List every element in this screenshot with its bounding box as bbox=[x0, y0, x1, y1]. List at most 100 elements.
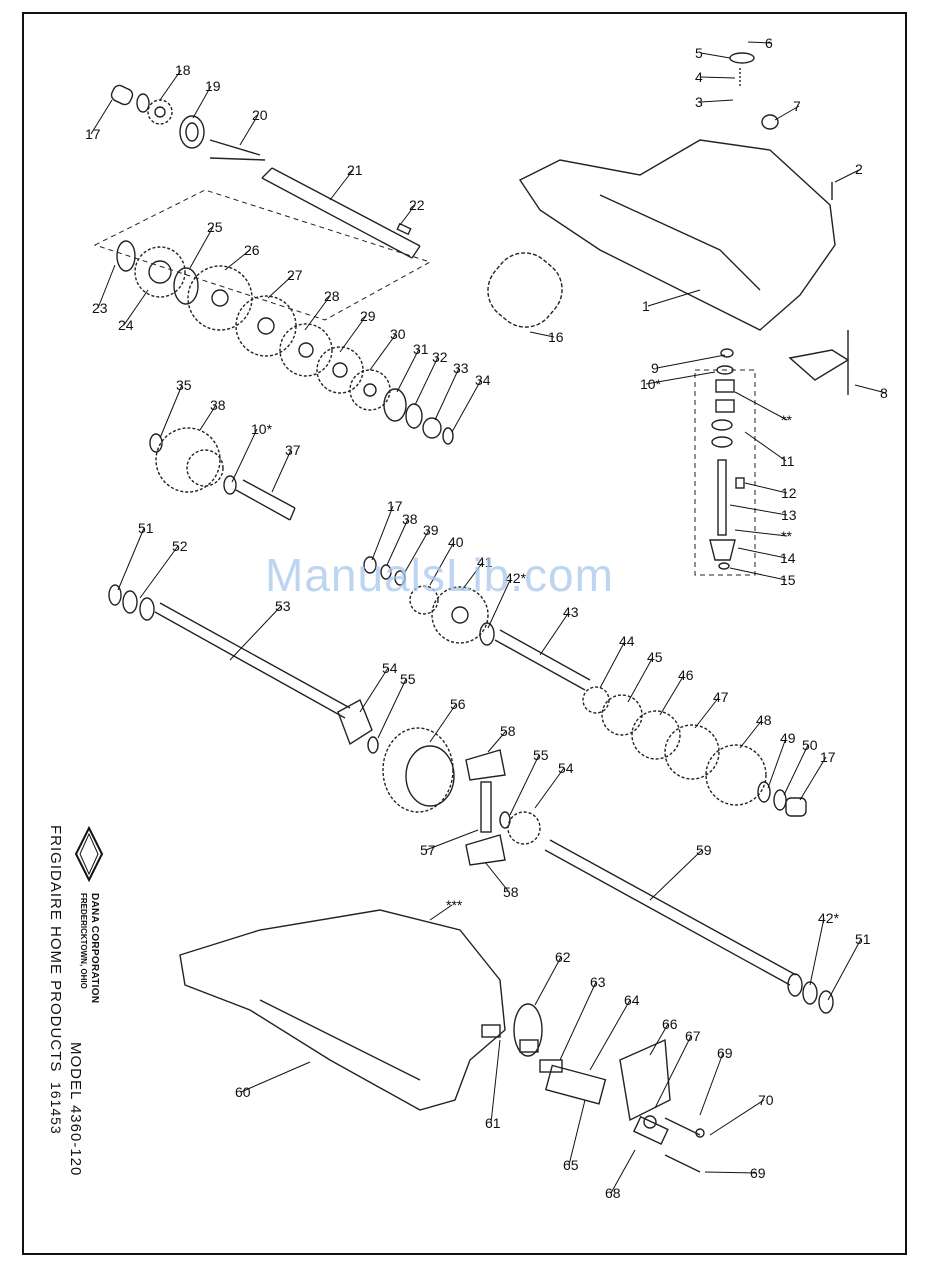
part-bearing-pair bbox=[715, 379, 735, 413]
document-number: 161453 bbox=[48, 1082, 64, 1135]
callout-leader bbox=[224, 249, 251, 271]
part-1-case-cover bbox=[518, 139, 836, 331]
callout-number: 46 bbox=[678, 667, 694, 683]
callout-46: 40 bbox=[429, 534, 464, 586]
callout-number: 61 bbox=[485, 1115, 501, 1131]
callout-number: 15 bbox=[780, 572, 796, 588]
callout-79: 69 bbox=[699, 1045, 733, 1116]
callout-number: 4 bbox=[695, 69, 703, 85]
callout-number: 69 bbox=[717, 1045, 733, 1061]
callout-number: 28 bbox=[324, 288, 340, 304]
callout-36: 35 bbox=[159, 377, 192, 439]
callout-19: 18 bbox=[159, 62, 191, 101]
callout-33: 32 bbox=[414, 349, 448, 406]
callout-leader bbox=[729, 504, 788, 516]
callout-number: 1 bbox=[642, 298, 650, 314]
callout-leader bbox=[700, 76, 736, 79]
callout-0: 1 bbox=[642, 289, 701, 314]
callout-leader bbox=[700, 52, 731, 59]
callout-15: 14 bbox=[737, 547, 796, 566]
callout-9: 10* bbox=[640, 371, 716, 392]
callout-leader bbox=[434, 367, 460, 421]
callout-13: 13 bbox=[729, 504, 797, 523]
callout-80: 70 bbox=[709, 1092, 774, 1136]
callout-number: 17 bbox=[85, 126, 101, 142]
watermark-text: ManualsLib.com bbox=[265, 549, 614, 601]
callout-leader bbox=[649, 1023, 669, 1056]
part-15-clip bbox=[718, 562, 730, 570]
callout-number: 21 bbox=[347, 162, 363, 178]
callout-72: 62 bbox=[534, 949, 571, 1006]
callout-leader bbox=[534, 767, 565, 809]
callout-number: 8 bbox=[880, 385, 888, 401]
parts-artwork bbox=[93, 52, 850, 1173]
part-59-axle bbox=[544, 839, 797, 986]
dana-logo-icon bbox=[74, 826, 104, 882]
callout-leader bbox=[534, 956, 562, 1006]
callout-leader bbox=[429, 703, 457, 743]
part-28-gear bbox=[279, 323, 333, 377]
drawing-frame bbox=[22, 12, 907, 1255]
callout-number: 9 bbox=[651, 360, 659, 376]
callout-leader bbox=[189, 226, 214, 269]
callout-16: 15 bbox=[729, 567, 796, 588]
part-61-pads bbox=[481, 1024, 539, 1053]
part-54-bevel-gear bbox=[337, 699, 373, 746]
callout-75: 65 bbox=[563, 1099, 586, 1173]
callout-leader bbox=[729, 567, 787, 581]
part-13-shaft bbox=[717, 459, 727, 536]
callout-41: 52 bbox=[139, 538, 188, 599]
part-69-70-bolts bbox=[664, 1117, 705, 1173]
callout-leader bbox=[783, 744, 809, 796]
callout-74: 64 bbox=[589, 992, 640, 1071]
part-42-washer bbox=[479, 622, 495, 646]
callout-63: 54 bbox=[534, 760, 574, 809]
callout-26: 25 bbox=[189, 219, 223, 269]
callout-number: 48 bbox=[756, 712, 772, 728]
callout-number: 65 bbox=[563, 1157, 579, 1173]
part-10-washer bbox=[136, 93, 150, 113]
callout-leader bbox=[487, 730, 507, 753]
callout-21: 20 bbox=[239, 107, 268, 146]
callout-25: 24 bbox=[118, 289, 149, 333]
part-27-gear bbox=[235, 295, 297, 357]
callout-leader bbox=[694, 696, 720, 729]
part-8-bracket bbox=[788, 330, 850, 395]
callout-11: ** bbox=[734, 391, 792, 428]
callout-number: 38 bbox=[210, 397, 226, 413]
callout-27: 26 bbox=[224, 242, 260, 271]
callout-leader bbox=[192, 85, 212, 119]
callout-leader bbox=[645, 371, 716, 385]
callout-number: 23 bbox=[92, 300, 108, 316]
model-number: MODEL 4360-120 bbox=[67, 1042, 84, 1177]
callout-number: 53 bbox=[275, 598, 291, 614]
callout-number: 11 bbox=[780, 453, 795, 469]
callout-number: 55 bbox=[533, 747, 549, 763]
callout-56: 50 bbox=[783, 737, 818, 796]
callout-54: 48 bbox=[739, 712, 772, 749]
callout-number: 64 bbox=[624, 992, 640, 1008]
part-7-seal bbox=[761, 114, 779, 130]
callout-number: 43 bbox=[563, 604, 579, 620]
callout-8: 9 bbox=[651, 354, 726, 376]
part-64-65-caliper bbox=[544, 1064, 607, 1105]
part-33-bushing bbox=[422, 417, 442, 439]
callout-57: 17 bbox=[799, 749, 836, 801]
callout-77: 67 bbox=[654, 1028, 701, 1109]
callout-number: 63 bbox=[590, 974, 606, 990]
callout-leader bbox=[404, 529, 430, 573]
callout-number: 20 bbox=[252, 107, 268, 123]
part-58-pinion-top bbox=[465, 749, 506, 781]
callout-5: 6 bbox=[747, 35, 773, 51]
callout-35: 34 bbox=[451, 372, 491, 433]
part-55-washer bbox=[367, 736, 379, 754]
subassembly-outline-output bbox=[694, 369, 756, 576]
part-9-clip bbox=[720, 348, 734, 358]
callout-leader bbox=[359, 667, 389, 713]
part-17-bushing bbox=[110, 84, 134, 106]
part-12-key bbox=[735, 477, 745, 489]
callout-leader bbox=[396, 348, 420, 393]
callout-12: 12 bbox=[744, 482, 797, 501]
callout-leader bbox=[834, 168, 862, 183]
callout-leader bbox=[90, 99, 113, 135]
